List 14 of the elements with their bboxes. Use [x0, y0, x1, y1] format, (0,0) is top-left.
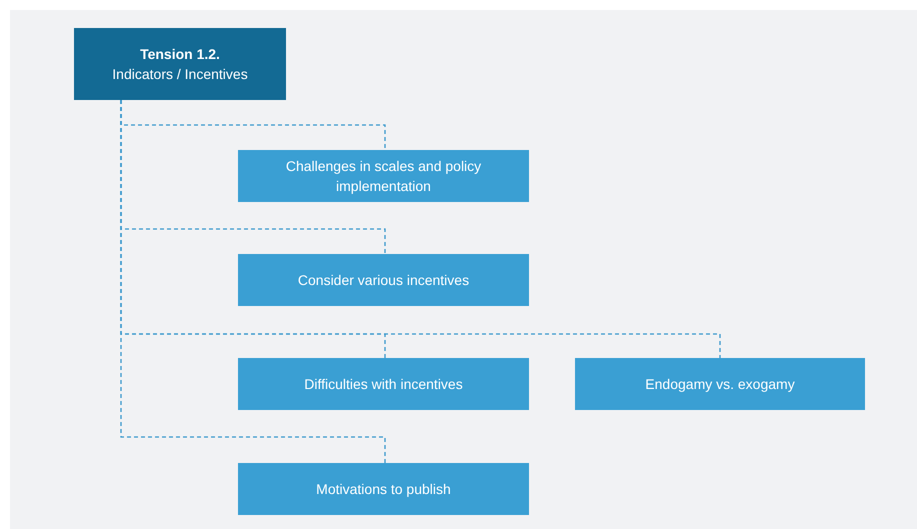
heading-text: Tension 1.2.	[140, 45, 220, 64]
heading-box	[74, 28, 286, 100]
connector-line	[120, 100, 386, 463]
subheading-text: Indicators / Incentives	[112, 65, 248, 84]
topic-box	[575, 358, 865, 410]
topic-text: Consider various incentives	[298, 271, 470, 290]
topic-box	[238, 254, 529, 306]
topic-text: Endogamy vs. exogamy	[645, 375, 795, 394]
topic-text: Challenges in scales and policy implementation	[284, 157, 482, 196]
topic-text: Difficulties with incentives	[304, 375, 463, 394]
topic-box	[238, 150, 529, 202]
topic-text: Motivations to publish	[316, 480, 451, 499]
topic-box	[238, 463, 529, 515]
topic-box	[238, 358, 529, 410]
